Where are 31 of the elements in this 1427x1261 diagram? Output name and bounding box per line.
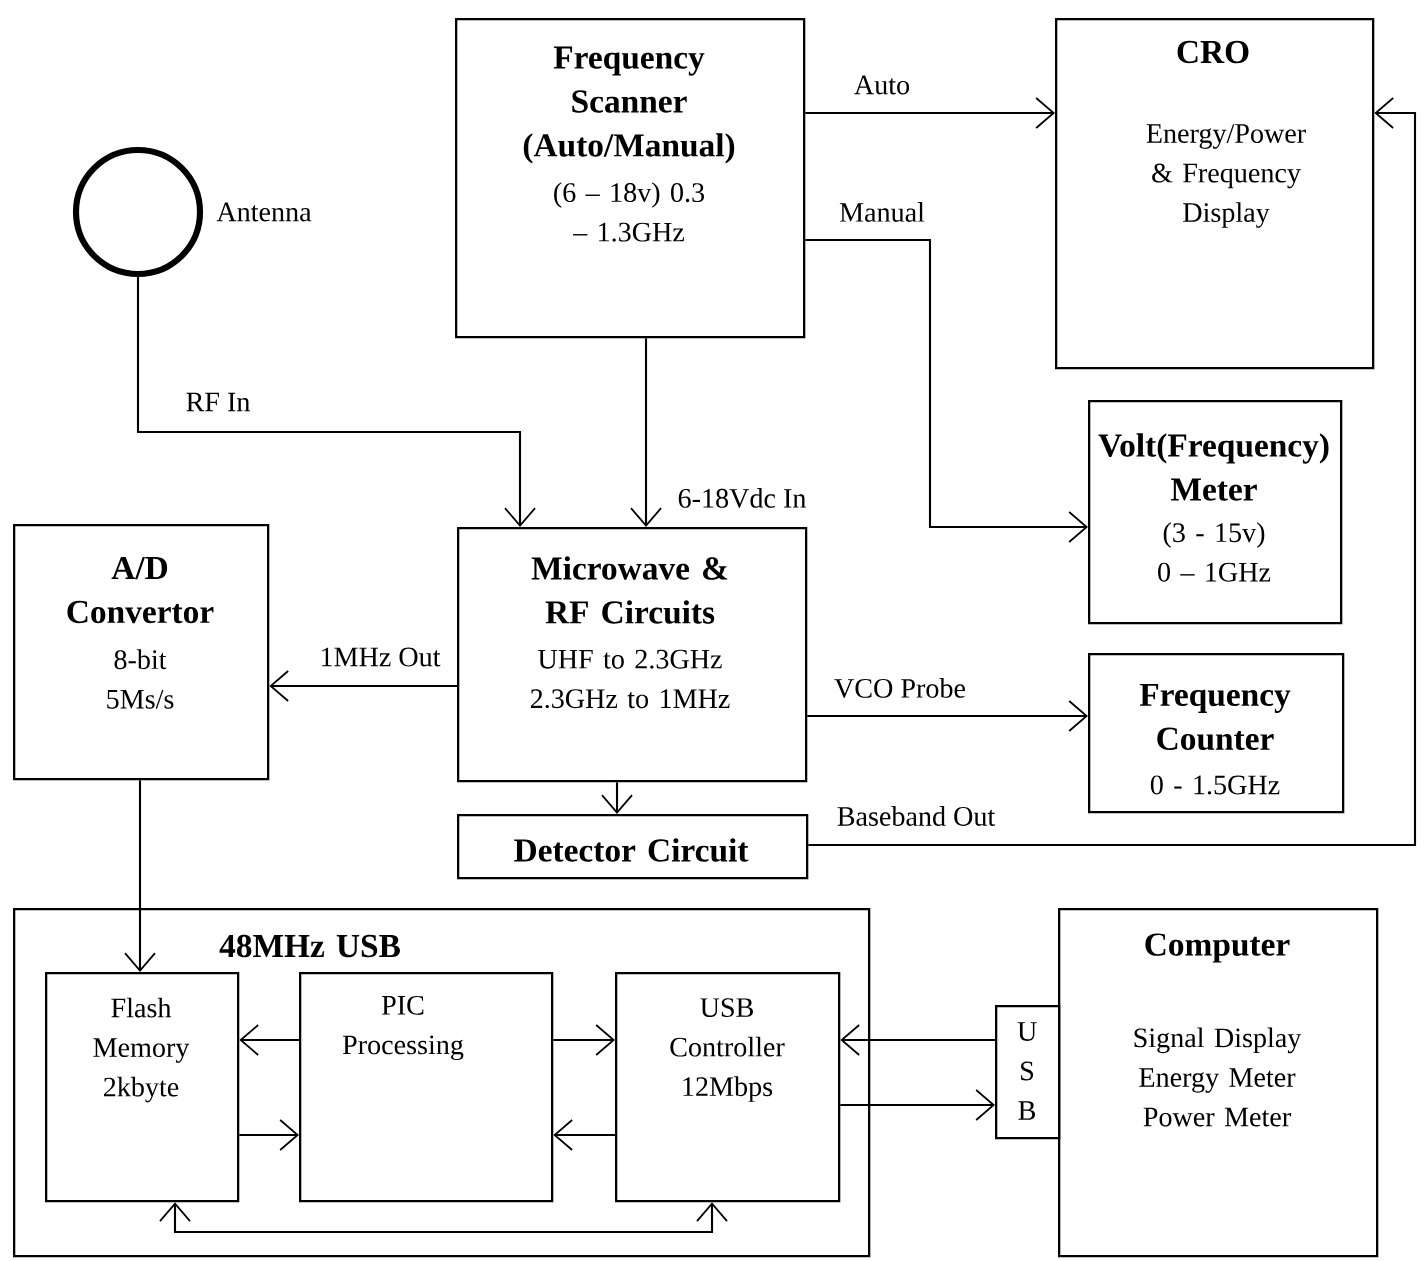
block-box: Microwave & RF Circuits UHF to 2.3GHz 2.3GHz to 1MHz [457,527,808,783]
block-box: Frequency Scanner (Auto/Manual) (6 – 18v) 0.3 – 1.3GHz [455,18,806,339]
arrow [805,97,1055,129]
arrow [124,780,156,973]
block-box: Frequency Counter 0 - 1.5GHz [1088,653,1345,814]
arrow [630,338,662,527]
block-box: PIC Processing [299,972,554,1203]
block-box: Computer Signal Display Energy Meter Power Meter [1058,908,1379,1258]
block-box: CRO Energy/Power & Frequency Display [1055,18,1375,370]
arrow [808,97,1417,847]
antenna-label: Antenna [216,202,312,222]
arrow [840,1089,995,1121]
arrow [159,1202,728,1234]
edge-label: RF In [183,391,253,413]
block-box: USB Controller 12Mbps [615,972,841,1203]
block-box: Detector Circuit [457,814,809,880]
edge-label: VCO Probe [832,676,968,700]
arrow [840,1024,995,1056]
edge-label: Auto [852,73,912,97]
arrow [807,700,1088,732]
arrow [805,238,1088,543]
edge-label: 6-18Vdc In [675,486,809,510]
block-box: Volt(Frequency) Meter (3 - 15v) 0 – 1GHz [1088,400,1343,625]
edge-label: Manual [837,200,927,224]
block-box: Flash Memory 2kbyte [45,972,240,1203]
port-box: U S B [995,1005,1061,1140]
edge-label: 1MHz Out [317,645,443,669]
arrow [269,670,457,702]
block-box: A/D Convertor 8-bit 5Ms/s [13,524,270,781]
arrow [136,277,536,527]
edge-label: Baseband Out [835,804,997,828]
